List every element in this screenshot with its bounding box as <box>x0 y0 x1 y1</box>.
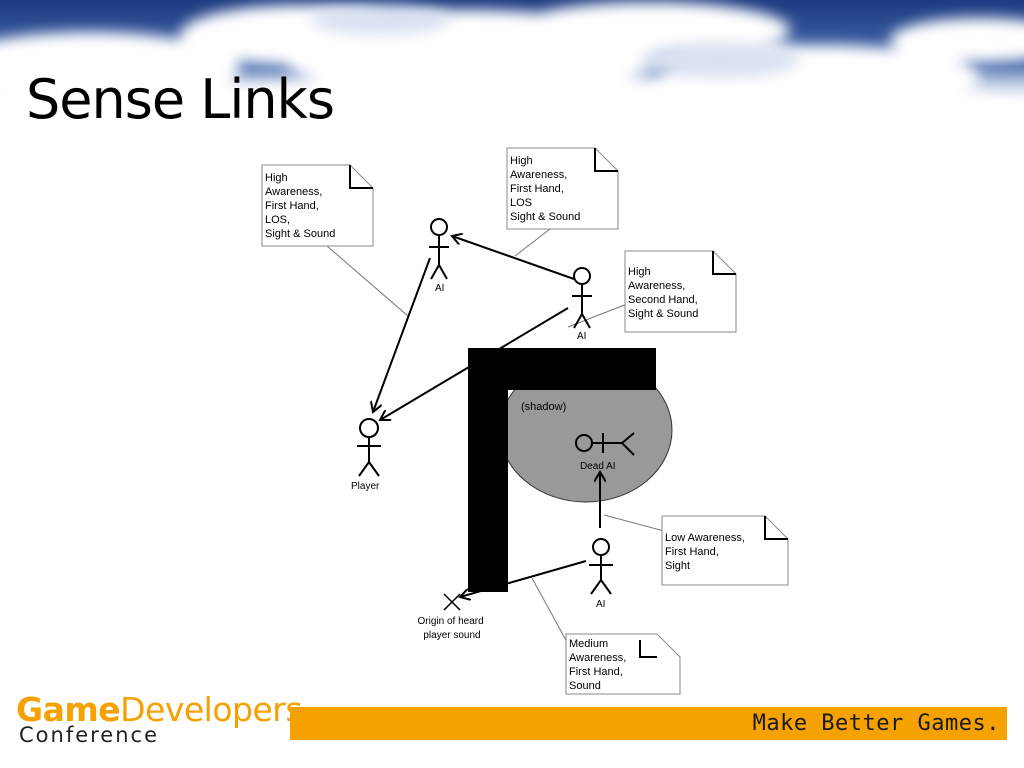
note-3-line: Awareness, <box>628 280 685 292</box>
note-1-line: First Hand, <box>265 200 319 212</box>
note-4-line: First Hand, <box>665 546 719 558</box>
ai-bottom-label: AI <box>596 599 605 610</box>
gdc-logo-wordmark: GameDevelopers <box>16 690 303 729</box>
note-5: Medium Awareness, First Hand, Sound <box>565 633 681 695</box>
footer-tagline: Make Better Games. <box>752 711 1000 736</box>
gdc-logo-subtitle: Conference <box>19 723 160 747</box>
dead-ai-actor <box>575 432 635 456</box>
note-4-line: Sight <box>665 560 690 572</box>
sound-origin-marker <box>443 593 461 611</box>
slide-title: Sense Links <box>26 68 335 131</box>
note-5-line: First Hand, <box>569 666 623 678</box>
note-5-connector <box>531 577 569 645</box>
note-2-line: First Hand, <box>510 183 564 195</box>
note-5-line: Medium <box>569 638 608 650</box>
player-label: Player <box>351 481 380 492</box>
note-1-line: Awareness, <box>265 186 322 198</box>
note-3: High Awareness, Second Hand, Sight & Sou… <box>624 250 737 333</box>
note-2-line: Awareness, <box>510 169 567 181</box>
gdc-logo-bold: Game <box>16 690 121 729</box>
dead-ai-label: Dead AI <box>580 461 616 472</box>
note-3-line: Sight & Sound <box>628 308 698 320</box>
note-1-line: LOS, <box>265 214 290 226</box>
player-actor <box>357 418 381 477</box>
note-2: High Awareness, First Hand, LOS Sight & … <box>506 147 619 230</box>
link-ai-right-to-player <box>380 307 569 420</box>
note-5-line: Awareness, <box>569 652 626 664</box>
sound-origin-label: Origin of heard player sound <box>418 616 487 641</box>
note-4: Low Awareness, First Hand, Sight <box>661 515 789 586</box>
link-ai-top-left-to-player <box>373 257 431 412</box>
note-4-line: Low Awareness, <box>665 532 745 544</box>
note-2-connector <box>514 228 551 257</box>
note-1-connector <box>326 245 409 317</box>
gdc-logo-regular: Developers <box>120 690 303 729</box>
svg-text:High Awareness, Se: High Awareness, Second Hand, Sight & Sou… <box>628 266 701 320</box>
note-2-line: LOS <box>510 197 532 209</box>
wall-horizontal <box>468 348 656 390</box>
note-3-line: Second Hand, <box>628 294 698 306</box>
link-ai-right-to-ai-top-left <box>452 236 575 280</box>
note-1-line: High <box>265 172 288 184</box>
note-4-connector <box>603 514 665 532</box>
footer-bar <box>290 707 1007 740</box>
svg-text:High Awareness, Fi: High Awareness, First Hand, LOS, Sight &… <box>265 172 335 240</box>
link-ai-bottom-to-sound-origin <box>460 560 587 597</box>
note-5-line: Sound <box>569 680 601 692</box>
note-2-line: High <box>510 155 533 167</box>
sky-header-background <box>0 0 1024 170</box>
note-1-line: Sight & Sound <box>265 228 335 240</box>
note-1: High Awareness, First Hand, LOS, Sight &… <box>261 164 374 247</box>
ai-right-actor <box>572 267 592 329</box>
ai-bottom-actor <box>589 538 613 595</box>
ai-top-left-actor <box>429 218 449 280</box>
note-3-line: High <box>628 266 651 278</box>
ai-top-left-label: AI <box>435 283 444 294</box>
svg-text:High Awareness, Fi: High Awareness, First Hand, LOS Sight & … <box>510 155 580 223</box>
shadow-label: (shadow) <box>521 401 566 413</box>
note-2-line: Sight & Sound <box>510 211 580 223</box>
ai-right-label: AI <box>577 331 586 342</box>
svg-text:Low Awareness, First Han: Low Awareness, First Hand, Sight <box>665 532 748 572</box>
svg-text:Medium Awareness,: Medium Awareness, First Hand, Sound <box>569 638 629 692</box>
